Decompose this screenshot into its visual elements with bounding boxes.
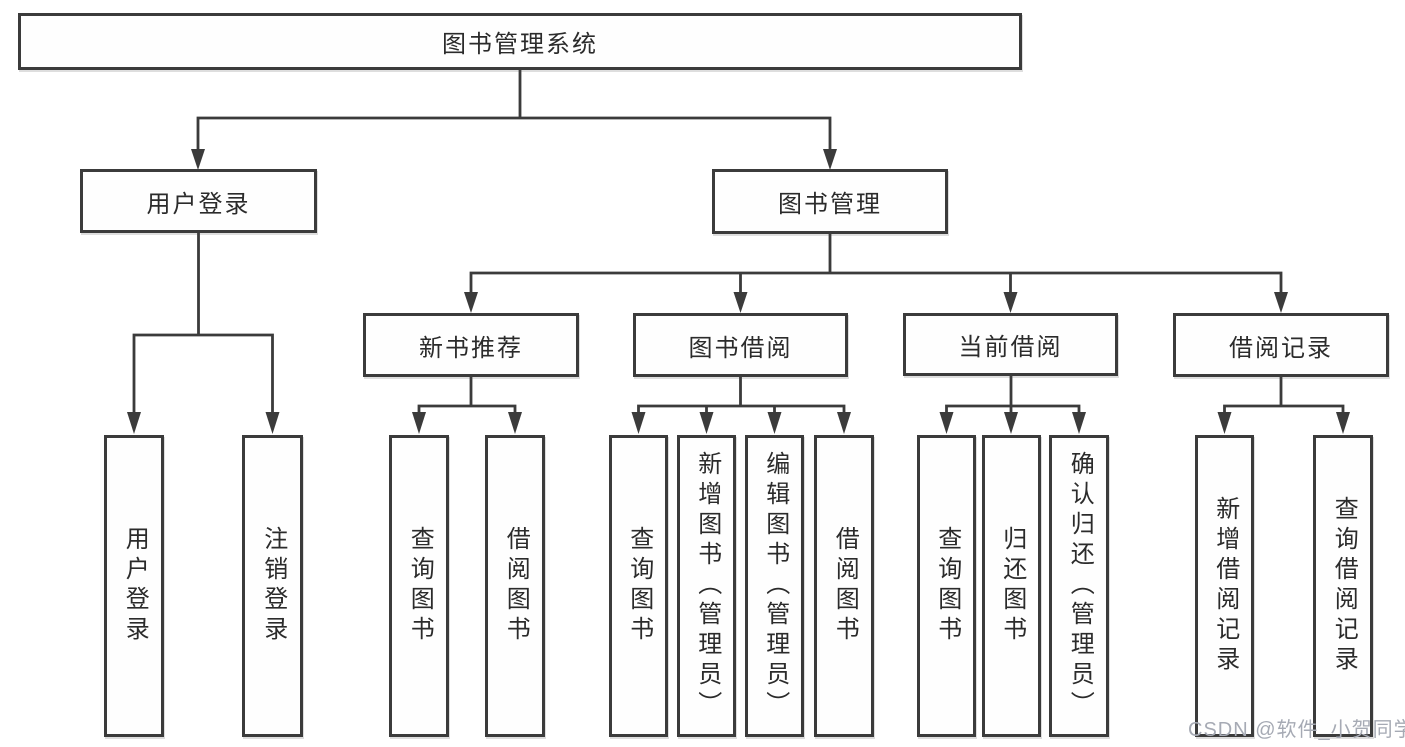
leaf-add-borrow-record: 新增借阅记录 bbox=[1195, 435, 1254, 737]
leaf-add-books-admin: 新增图书（管理员） bbox=[677, 435, 736, 737]
leaf-return-books: 归还图书 bbox=[982, 435, 1041, 737]
node-current-borrowing: 当前借阅 bbox=[903, 313, 1118, 376]
node-library-management-system: 图书管理系统 bbox=[18, 13, 1022, 70]
leaf-query-books-borrowing: 查询图书 bbox=[609, 435, 668, 737]
leaf-borrow-books-recommend: 借阅图书 bbox=[485, 435, 545, 737]
connector-current-borrowing-to-leaves bbox=[939, 375, 1086, 434]
connector-user-login-to-leaves bbox=[127, 232, 280, 434]
watermark-text: CSDN @软件_小贺同学 bbox=[1188, 719, 1405, 741]
connector-book-borrowing-to-leaves bbox=[631, 376, 851, 434]
node-user-login: 用户登录 bbox=[80, 169, 317, 233]
node-book-borrowing: 图书借阅 bbox=[633, 313, 848, 377]
leaf-borrow-books-borrowing: 借阅图书 bbox=[814, 435, 874, 737]
leaf-confirm-return-admin: 确认归还（管理员） bbox=[1049, 435, 1109, 737]
connector-borrowing-records-to-leaves bbox=[1217, 376, 1350, 434]
node-new-book-recommendation: 新书推荐 bbox=[363, 313, 579, 377]
node-borrowing-records: 借阅记录 bbox=[1173, 313, 1389, 377]
connector-book-mgmt-to-level3 bbox=[464, 233, 1288, 313]
node-book-management: 图书管理 bbox=[712, 169, 948, 234]
leaf-user-login: 用户登录 bbox=[104, 435, 164, 737]
connector-root-to-level2 bbox=[191, 70, 837, 170]
leaf-query-borrow-record: 查询借阅记录 bbox=[1313, 435, 1373, 737]
leaf-query-books-recommend: 查询图书 bbox=[389, 435, 449, 737]
connector-new-books-to-leaves bbox=[412, 376, 522, 434]
leaf-query-books-current: 查询图书 bbox=[917, 435, 976, 737]
leaf-edit-books-admin: 编辑图书（管理员） bbox=[745, 435, 804, 737]
leaf-logout: 注销登录 bbox=[242, 435, 303, 737]
